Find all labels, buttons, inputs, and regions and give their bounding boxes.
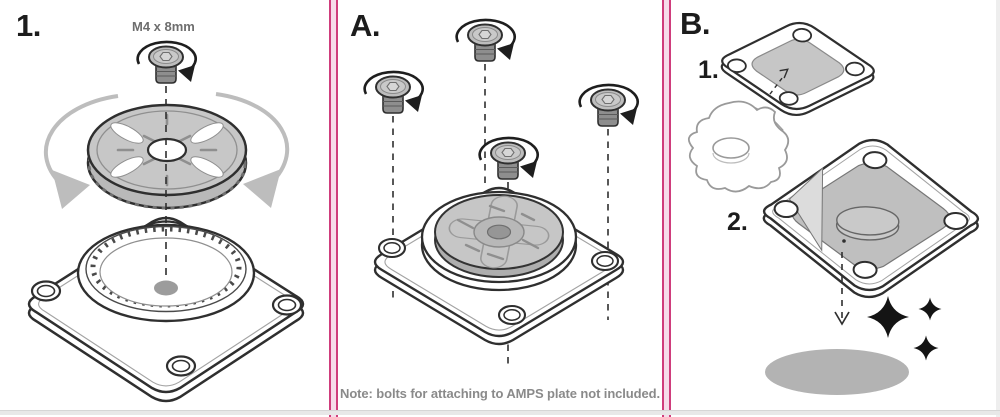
plate-corner-hole	[726, 27, 865, 106]
step-label: B.	[680, 6, 711, 41]
photo-edge-right	[996, 0, 1000, 417]
plate-corner-hole	[773, 151, 969, 279]
note-text: Note: bolts for attaching to AMPS plate …	[340, 386, 660, 401]
panel-divider	[329, 0, 338, 417]
peel-liner-plate-icon	[762, 138, 980, 299]
apply-arrow-dashed	[769, 68, 789, 95]
adhesive-liner-icon	[687, 100, 790, 193]
liner-peel-flap	[788, 167, 824, 253]
substep-1-label: 1.	[698, 56, 719, 84]
photo-edge-bottom	[0, 410, 1000, 415]
step-a-illustration	[338, 0, 662, 368]
mounted-thumbwheel-icon	[420, 190, 578, 292]
adhesive-pad-plate-icon	[720, 22, 875, 116]
substep-2-label: 2.	[727, 208, 748, 236]
amps-plate-icon	[27, 216, 305, 403]
sparkle-icon	[867, 296, 942, 361]
bolt-icon	[138, 42, 196, 83]
thumbwheel-grooves	[456, 204, 540, 261]
bolt-icons	[365, 20, 638, 179]
panel-step-a: A. Note: bolts for attaching to AMPS pla…	[338, 0, 662, 417]
panel-step-1: 1. M4 x 8mm	[0, 0, 329, 417]
plate-corner-hole	[377, 237, 620, 326]
step-b-illustration	[687, 22, 980, 395]
thumbwheel-icon	[86, 103, 248, 210]
center-button	[835, 206, 900, 241]
panel-step-b: B. 1. 2.	[671, 0, 1000, 417]
panel-divider	[662, 0, 671, 417]
step-1-illustration	[27, 0, 305, 403]
step-label: A.	[350, 8, 381, 43]
mount-plate-icon	[373, 186, 625, 346]
thumbwheel-cutouts	[110, 122, 224, 178]
knob-rotation-arrow-icon	[43, 92, 290, 209]
step-label: 1.	[16, 8, 41, 43]
plate-corner-hole	[30, 280, 303, 377]
down-arrow-dashed	[834, 239, 850, 326]
plate-center-dot	[154, 280, 178, 296]
bolt-size-annotation: M4 x 8mm	[132, 19, 195, 34]
clean-surface-icon	[765, 349, 909, 395]
